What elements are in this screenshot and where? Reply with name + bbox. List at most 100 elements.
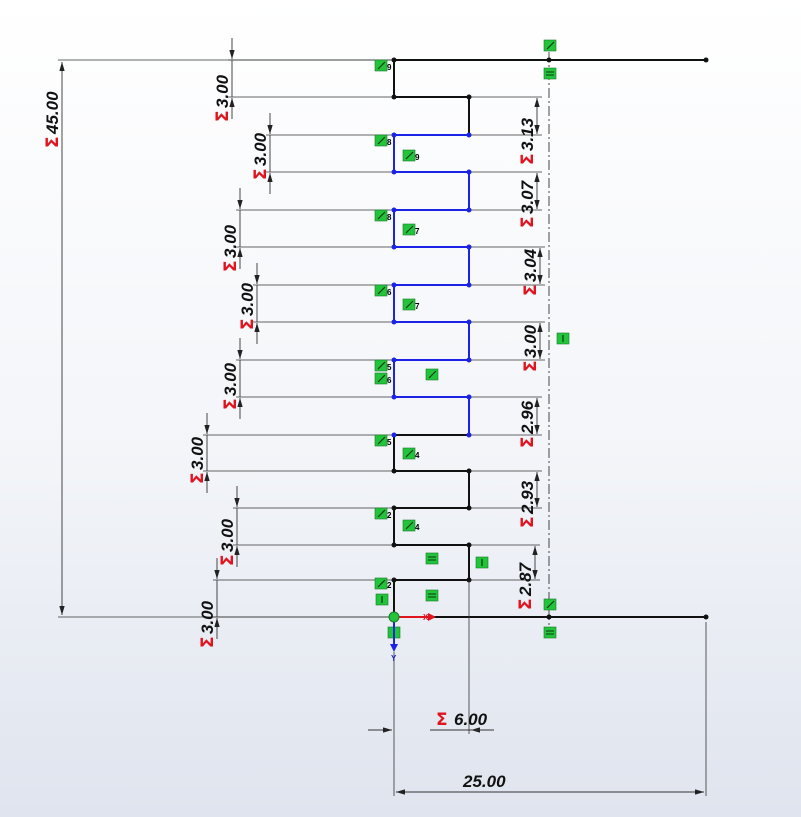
sketch-point [466, 432, 472, 438]
sketch-relation-icon[interactable] [425, 552, 439, 565]
relation-number: 8 [387, 138, 392, 147]
relation-number: 2 [387, 581, 392, 590]
sketch-point [391, 319, 397, 325]
dim-left-pitch[interactable]: Σ3.00 [213, 38, 392, 122]
relation-number: 4 [415, 523, 420, 532]
lower-serpentine-line[interactable] [393, 434, 706, 618]
sigma-icon: Σ [518, 436, 538, 448]
sigma-icon: Σ [218, 554, 238, 566]
sketch-relation-icon[interactable]: 5 [374, 359, 392, 372]
dim-right-gap[interactable]: Σ 3.00 [469, 321, 545, 372]
sketch-point [391, 169, 397, 175]
dim-left-pitch-value[interactable]: 3.00 [221, 362, 240, 396]
sketch-relation-icon[interactable]: 6 [374, 372, 392, 385]
dim-left-pitch[interactable]: Σ 3.00 [218, 486, 392, 567]
dim-left-pitch[interactable]: Σ 3.00 [221, 338, 392, 419]
sketch-relation-icon[interactable]: 5 [374, 434, 392, 447]
dim-right-gap-value[interactable]: 3.04 [521, 248, 540, 282]
sketch-relation-icon[interactable] [425, 589, 439, 602]
relation-number: 2 [387, 511, 392, 520]
relation-number: 7 [415, 227, 420, 236]
dim-overall-width-value[interactable]: 25.00 [462, 772, 506, 791]
sketch-relation-icon[interactable]: 9 [402, 149, 420, 162]
dim-left-pitch[interactable]: Σ 3.00 [221, 188, 392, 272]
dim-right-gap-value[interactable]: 2.96 [518, 400, 537, 435]
dim-left-pitch-value[interactable]: 3.00 [188, 436, 207, 470]
sketch-relation-icon[interactable] [375, 593, 389, 606]
sigma-icon: Σ [221, 398, 241, 410]
sketch-relation-icon[interactable] [543, 626, 557, 639]
sketch-relation-icon[interactable]: 7 [402, 223, 420, 236]
dim-right-gap-value[interactable]: 2.93 [518, 480, 537, 515]
dim-left-pitch[interactable]: Σ3.00 [198, 558, 392, 648]
sketch-relation-icon[interactable]: 4 [402, 519, 420, 532]
dim-right-gap[interactable]: Σ2.96 [469, 396, 542, 448]
sketch-relation-icon[interactable]: 2 [374, 577, 392, 590]
sketch-point [466, 357, 472, 363]
relation-number: 5 [387, 363, 392, 372]
sketch-points [391, 57, 709, 620]
dim-right-gap[interactable]: Σ3.13 [469, 96, 542, 165]
sketch-relation-icon[interactable] [543, 598, 557, 611]
dim-left-pitch-value[interactable]: 3.00 [218, 518, 237, 552]
sketch-relation-icon[interactable] [543, 39, 557, 52]
dim-right-gap-value[interactable]: 3.13 [518, 117, 537, 151]
sketch-relation-icon[interactable] [475, 556, 489, 569]
sketch-point [466, 394, 472, 400]
sketch-relation-icon[interactable] [425, 368, 439, 381]
sigma-icon: Σ [521, 360, 541, 372]
dim-left-pitch-value[interactable]: 3.00 [213, 74, 232, 108]
dim-overall-height-value[interactable]: 45.00 [43, 91, 62, 135]
sketch-relation-icon[interactable]: 6 [374, 284, 392, 297]
sigma-icon: Σ [188, 472, 208, 484]
sketch-point [466, 207, 472, 213]
sketch-point [546, 614, 552, 620]
dim-left-pitch[interactable]: Σ 3.00 [188, 413, 392, 493]
relation-number: 9 [415, 153, 420, 162]
sketch-relation-icon[interactable]: 2 [374, 507, 392, 520]
dim-right-gap[interactable]: Σ3.07 [469, 171, 542, 228]
sketch-point [391, 132, 397, 138]
sketch-relation-icon[interactable]: 7 [402, 298, 420, 311]
dim-right-gap-value[interactable]: 2.87 [516, 561, 535, 597]
serpentine-driven[interactable] [393, 134, 470, 435]
relation-number: 8 [387, 213, 392, 222]
sketch-point [391, 394, 397, 400]
sketch-relation-icon[interactable] [543, 67, 557, 80]
sigma-icon: Σ [518, 516, 538, 528]
dim-right-gap-value[interactable]: 3.00 [521, 324, 540, 358]
sketch-point [391, 505, 397, 511]
sketch-point [466, 542, 472, 548]
relation-number: 4 [415, 451, 420, 460]
sketch-relation-icon[interactable] [556, 332, 570, 345]
dim-slot-width-value[interactable]: 6.00 [454, 710, 488, 729]
sketch-relation-icon[interactable]: 9 [374, 59, 392, 72]
sketch-point [466, 319, 472, 325]
sketch-geometry[interactable] [393, 59, 706, 618]
dim-overall-width[interactable]: 25.00 [393, 622, 707, 796]
relation-number: 9 [387, 63, 392, 72]
dim-left-pitch[interactable]: Σ3.00 [251, 113, 392, 194]
sketch-point [466, 505, 472, 511]
dim-left-pitch-value[interactable]: 3.00 [251, 132, 270, 166]
dim-left-pitch-value[interactable]: 3.00 [238, 282, 257, 316]
sigma-icon: Σ [238, 318, 258, 330]
dim-slot-width[interactable]: Σ 6.00 [368, 580, 494, 734]
sketch-point [466, 169, 472, 175]
dim-right-gap[interactable]: Σ3.04 [469, 246, 545, 296]
dim-left-pitch[interactable]: Σ 3.00 [238, 263, 392, 344]
dim-left-pitch-value[interactable]: 3.00 [198, 600, 217, 634]
dim-right-gap[interactable]: Σ2.93 [469, 470, 542, 528]
sigma-icon: Σ [221, 260, 241, 272]
sketch-relation-icon[interactable]: 8 [374, 209, 392, 222]
sketch-point [391, 357, 397, 363]
dim-left-pitch-value[interactable]: 3.00 [221, 224, 240, 258]
dim-right-gap-value[interactable]: 3.07 [518, 179, 537, 214]
sigma-icon: Σ [436, 710, 448, 730]
sketch-point [466, 244, 472, 250]
sketch-relation-icon[interactable]: 4 [402, 447, 420, 460]
sketch-point [466, 132, 472, 138]
sketch-relation-icon[interactable]: 8 [374, 134, 392, 147]
dim-right-gap[interactable]: Σ2.87 [469, 544, 540, 610]
